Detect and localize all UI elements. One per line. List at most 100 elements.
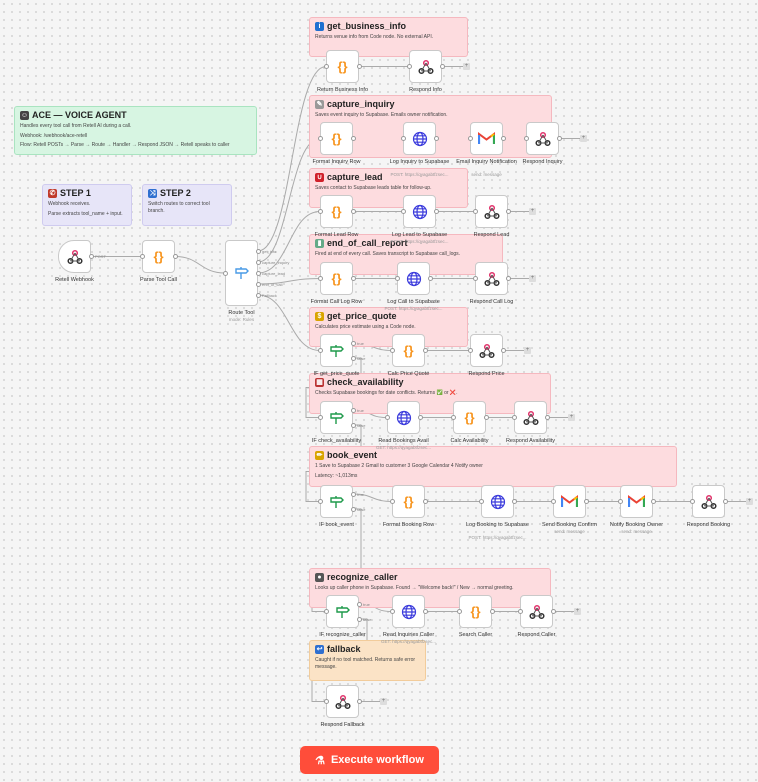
node-rprice[interactable] [470, 334, 503, 367]
node-lis[interactable] [403, 122, 436, 155]
connection-port[interactable] [88, 254, 94, 259]
node-rfb[interactable] [326, 685, 359, 718]
connection-port[interactable] [467, 136, 473, 141]
connection-port[interactable] [389, 609, 395, 614]
connection-port[interactable] [523, 136, 529, 141]
connection-port[interactable] [456, 609, 462, 614]
node-rinfo[interactable] [409, 50, 442, 83]
connection-port[interactable] [389, 348, 395, 353]
connection-port[interactable] [350, 340, 356, 346]
connection-port[interactable] [394, 276, 400, 281]
add-node-plus-icon[interactable]: + [568, 414, 575, 421]
connection-port[interactable] [350, 407, 356, 413]
connection-port[interactable] [422, 609, 428, 614]
connection-port[interactable] [172, 254, 178, 259]
node-fclr[interactable]: {} [320, 262, 353, 295]
connection-port[interactable] [384, 415, 390, 420]
connection-port[interactable] [406, 64, 412, 69]
connection-port[interactable] [222, 270, 228, 276]
node-sc[interactable]: {} [459, 595, 492, 628]
connection-port[interactable] [417, 415, 423, 420]
connection-port[interactable] [722, 499, 728, 504]
connection-port[interactable] [350, 276, 356, 281]
connection-port[interactable] [483, 415, 489, 420]
node-router[interactable] [225, 240, 258, 306]
connection-port[interactable] [356, 616, 362, 622]
connection-port[interactable] [350, 491, 356, 497]
connection-port[interactable] [689, 499, 695, 504]
add-node-plus-icon[interactable]: + [746, 498, 753, 505]
connection-port[interactable] [255, 270, 261, 276]
connection-port[interactable] [400, 136, 406, 141]
add-node-plus-icon[interactable]: + [574, 608, 581, 615]
connection-port[interactable] [583, 499, 589, 504]
connection-port[interactable] [323, 699, 329, 704]
connection-port[interactable] [472, 276, 478, 281]
connection-port[interactable] [505, 209, 511, 214]
connection-port[interactable] [356, 64, 362, 69]
node-ein[interactable] [470, 122, 503, 155]
connection-port[interactable] [556, 136, 562, 141]
connection-port[interactable] [467, 348, 473, 353]
node-lls[interactable] [403, 195, 436, 228]
connection-port[interactable] [317, 415, 323, 420]
connection-port[interactable] [544, 415, 550, 420]
add-node-plus-icon[interactable]: + [380, 698, 387, 705]
connection-port[interactable] [422, 348, 428, 353]
node-flr[interactable]: {} [320, 195, 353, 228]
connection-port[interactable] [350, 209, 356, 214]
connection-port[interactable] [517, 609, 523, 614]
connection-port[interactable] [317, 209, 323, 214]
node-nbo[interactable] [620, 485, 653, 518]
connection-port[interactable] [255, 259, 261, 265]
add-node-plus-icon[interactable]: + [529, 208, 536, 215]
node-ifbe[interactable] [320, 485, 353, 518]
node-ifrc[interactable] [326, 595, 359, 628]
node-ifca[interactable] [320, 401, 353, 434]
connection-port[interactable] [650, 499, 656, 504]
connection-port[interactable] [317, 276, 323, 281]
connection-port[interactable] [317, 348, 323, 353]
connection-port[interactable] [356, 699, 362, 704]
connection-port[interactable] [356, 601, 362, 607]
connection-port[interactable] [139, 254, 145, 259]
connection-port[interactable] [433, 209, 439, 214]
node-fbr[interactable]: {} [392, 485, 425, 518]
connection-port[interactable] [472, 209, 478, 214]
node-rbi[interactable]: {} [326, 50, 359, 83]
connection-port[interactable] [350, 422, 356, 428]
node-fir[interactable]: {} [320, 122, 353, 155]
connection-port[interactable] [427, 276, 433, 281]
connection-port[interactable] [350, 136, 356, 141]
connection-port[interactable] [439, 64, 445, 69]
connection-port[interactable] [500, 348, 506, 353]
execute-workflow-button[interactable]: ⚗ Execute workflow [300, 746, 439, 774]
node-lcs[interactable] [397, 262, 430, 295]
node-cavail[interactable]: {} [453, 401, 486, 434]
connection-port[interactable] [550, 499, 556, 504]
connection-port[interactable] [400, 209, 406, 214]
connection-port[interactable] [255, 248, 261, 254]
node-parse[interactable]: {} [142, 240, 175, 273]
node-rcaller[interactable] [520, 595, 553, 628]
node-ravail[interactable] [514, 401, 547, 434]
node-lbs[interactable] [481, 485, 514, 518]
node-ifgpq[interactable] [320, 334, 353, 367]
add-node-plus-icon[interactable]: + [580, 135, 587, 142]
node-ric[interactable] [392, 595, 425, 628]
node-rinq[interactable] [526, 122, 559, 155]
connection-port[interactable] [422, 499, 428, 504]
connection-port[interactable] [350, 355, 356, 361]
connection-port[interactable] [317, 136, 323, 141]
connection-port[interactable] [255, 292, 261, 298]
connection-port[interactable] [489, 609, 495, 614]
node-rba[interactable] [387, 401, 420, 434]
connection-port[interactable] [433, 136, 439, 141]
connection-port[interactable] [511, 415, 517, 420]
